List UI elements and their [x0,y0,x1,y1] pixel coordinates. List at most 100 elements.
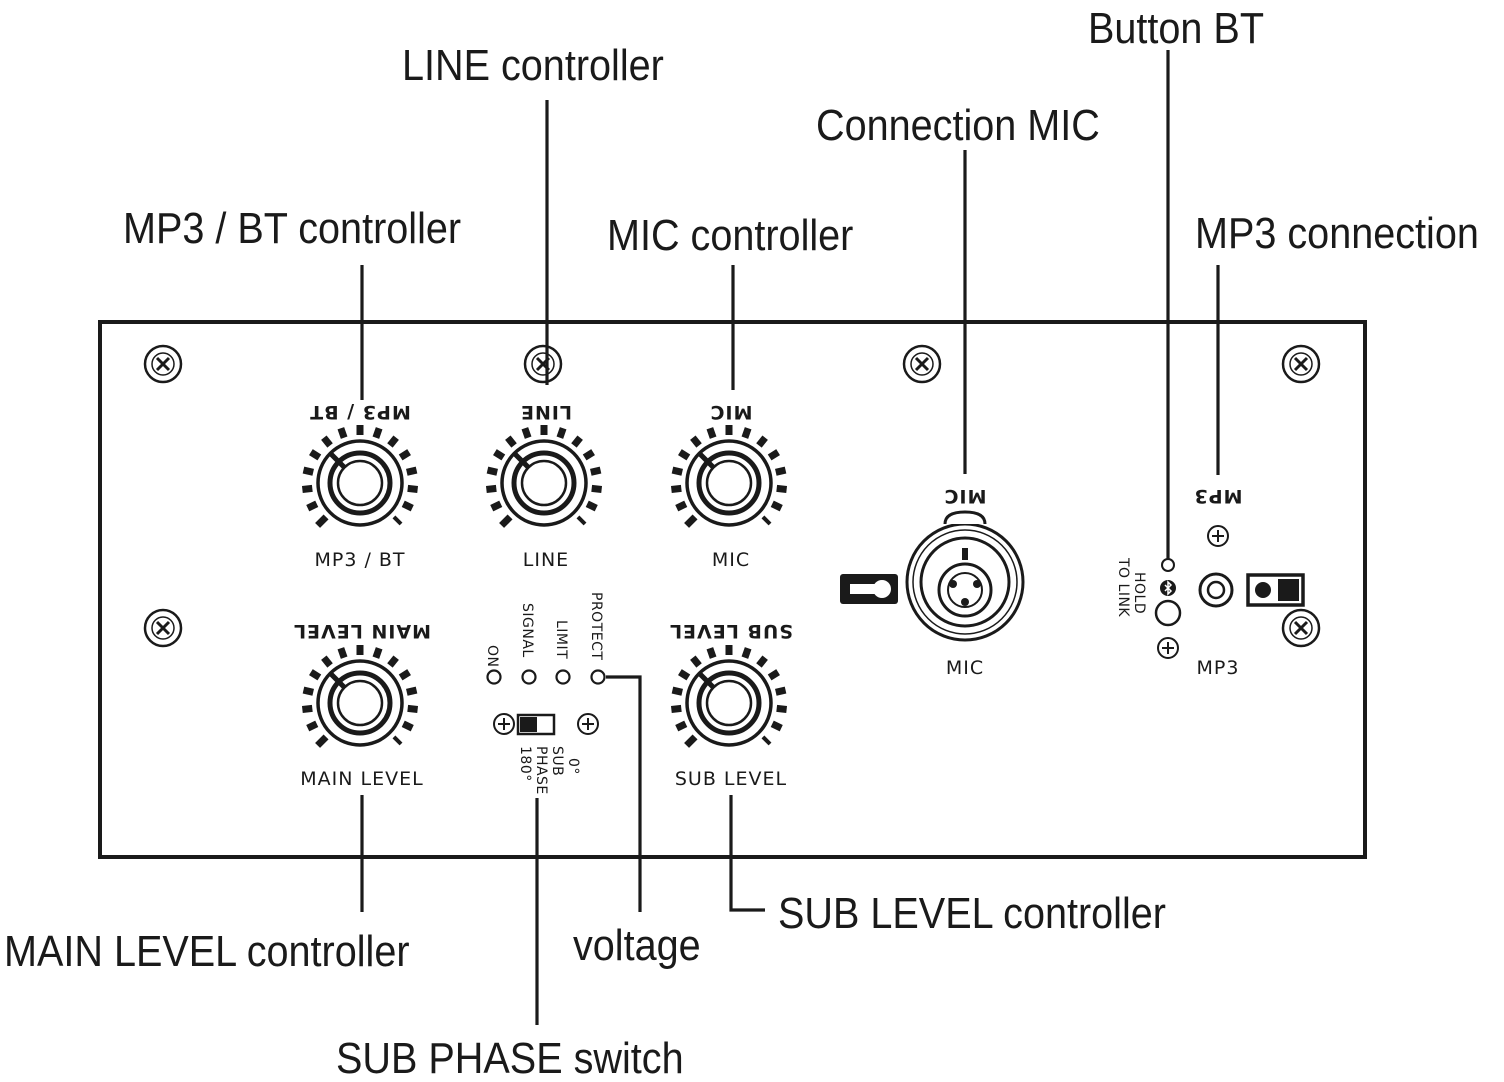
knob-scale-tick [306,500,319,512]
screw-icon [1157,637,1179,659]
led-limit [555,669,571,685]
screw-icon [1207,525,1229,547]
screw-icon [1281,344,1321,384]
knob-scale-tick [690,435,702,448]
knob-scale-tick [407,484,419,493]
callout-line-controller: LINE controller [402,40,664,89]
knob-scale-tick [406,686,418,696]
callout-voltage: voltage [573,920,701,969]
knob-scale-tick [486,466,498,476]
knob-scale-tick [309,669,322,681]
led-on-label: ON [484,645,500,668]
knob-scale-tick [671,466,683,476]
mic-combo-jack[interactable] [905,510,1025,642]
knob-scale-tick [309,449,322,461]
led-limit-label: LIMIT [553,620,569,659]
knob-scale-tick [675,720,688,732]
knob-scale-tick [493,449,506,461]
phase-0-label: 0° [565,758,581,775]
sub-phase-switch[interactable] [493,713,599,736]
knob-scale-tick [590,466,602,476]
knob-scale-tick [401,500,414,512]
knob-scale-tick [706,427,717,439]
knob-mic-lower-label: MIC [712,549,750,571]
knob-scale-tick [485,484,497,493]
phase-phase-label: PHASE [533,746,549,795]
knob-center [705,679,753,727]
knob-scale-tick [392,515,403,526]
knob-scale-tick [387,435,399,448]
knob-mp3-bt-lower-label: MP3 / BT [314,549,405,571]
bt-to-link-label: TO LINK [1115,557,1131,617]
screw-icon [143,344,183,384]
bt-button[interactable] [1154,599,1182,627]
knob-scale-tick [582,449,595,461]
knob-scale-tick [761,735,772,746]
knob-center [520,459,568,507]
knob-scale-tick [372,647,383,659]
mp3-jack[interactable] [1198,572,1234,608]
mp3-slider-switch[interactable] [1246,573,1305,607]
knob-pointer [697,451,716,470]
knob-mic-upper-label: MIC [710,401,753,423]
knob-sub-level[interactable] [670,645,788,748]
phase-sub-label: SUB [549,746,565,776]
knob-scale-tick [321,655,333,668]
knob-line[interactable] [485,425,603,528]
knob-main-level[interactable] [301,645,419,748]
knob-mic[interactable] [670,425,788,528]
knob-main-level-upper-label: MAIN LEVEL [293,620,431,642]
knob-scale-tick [401,720,414,732]
knob-center [336,459,384,507]
knob-scale-tick [301,484,313,493]
led-protect-label: PROTECT [588,592,604,660]
knob-scale-tick [406,466,418,476]
knob-scale-tick [301,704,313,713]
knob-scale-tick [767,449,780,461]
knob-scale-tick [770,500,783,512]
knob-scale-tick [407,704,419,713]
mic-jack-upper-label: MIC [944,485,987,507]
knob-pointer [328,671,347,690]
mic-jack-lower-label: MIC [946,657,984,679]
callout-sub-phase-switch: SUB PHASE switch [336,1033,684,1082]
screw-icon [523,344,563,384]
knob-scale-tick [775,686,787,696]
knob-scale-tick [315,514,329,528]
led-on [486,669,502,685]
knob-main-level-lower-label: MAIN LEVEL [300,768,423,790]
mp3-jack-lower-label: MP3 [1197,657,1240,679]
knob-scale-tick [706,647,717,659]
callout-main-level-controller: MAIN LEVEL controller [4,926,410,975]
knob-scale-tick [767,669,780,681]
knob-scale-tick [675,500,688,512]
knob-pointer [328,451,347,470]
knob-sub-level-upper-label: SUB LEVEL [669,620,793,642]
knob-scale-tick [776,704,788,713]
bt-hold-label: HOLD [1131,572,1147,614]
knob-scale-tick [776,484,788,493]
knob-scale-tick [585,500,598,512]
knob-scale-tick [398,669,411,681]
mp3-jack-upper-label: MP3 [1193,485,1242,507]
led-signal-label: SIGNAL [519,603,535,658]
knob-scale-tick [690,655,702,668]
knob-scale-tick [521,427,532,439]
knob-center [705,459,753,507]
knob-scale-tick [741,427,752,439]
knob-scale-tick [756,435,768,448]
knob-scale-tick [387,655,399,668]
knob-scale-tick [741,647,752,659]
knob-scale-tick [398,449,411,461]
knob-line-upper-label: LINE [520,401,572,423]
knob-mp3-bt-upper-label: MP3 / BT [309,401,411,423]
callout-mic-controller: MIC controller [607,210,853,259]
knob-mp3-bt[interactable] [301,425,419,528]
knob-scale-tick [556,427,567,439]
knob-scale-tick [306,720,319,732]
knob-scale-tick [490,500,503,512]
screw-icon [577,713,599,735]
knob-scale-tick [684,514,698,528]
lock-release-icon[interactable] [840,574,898,604]
